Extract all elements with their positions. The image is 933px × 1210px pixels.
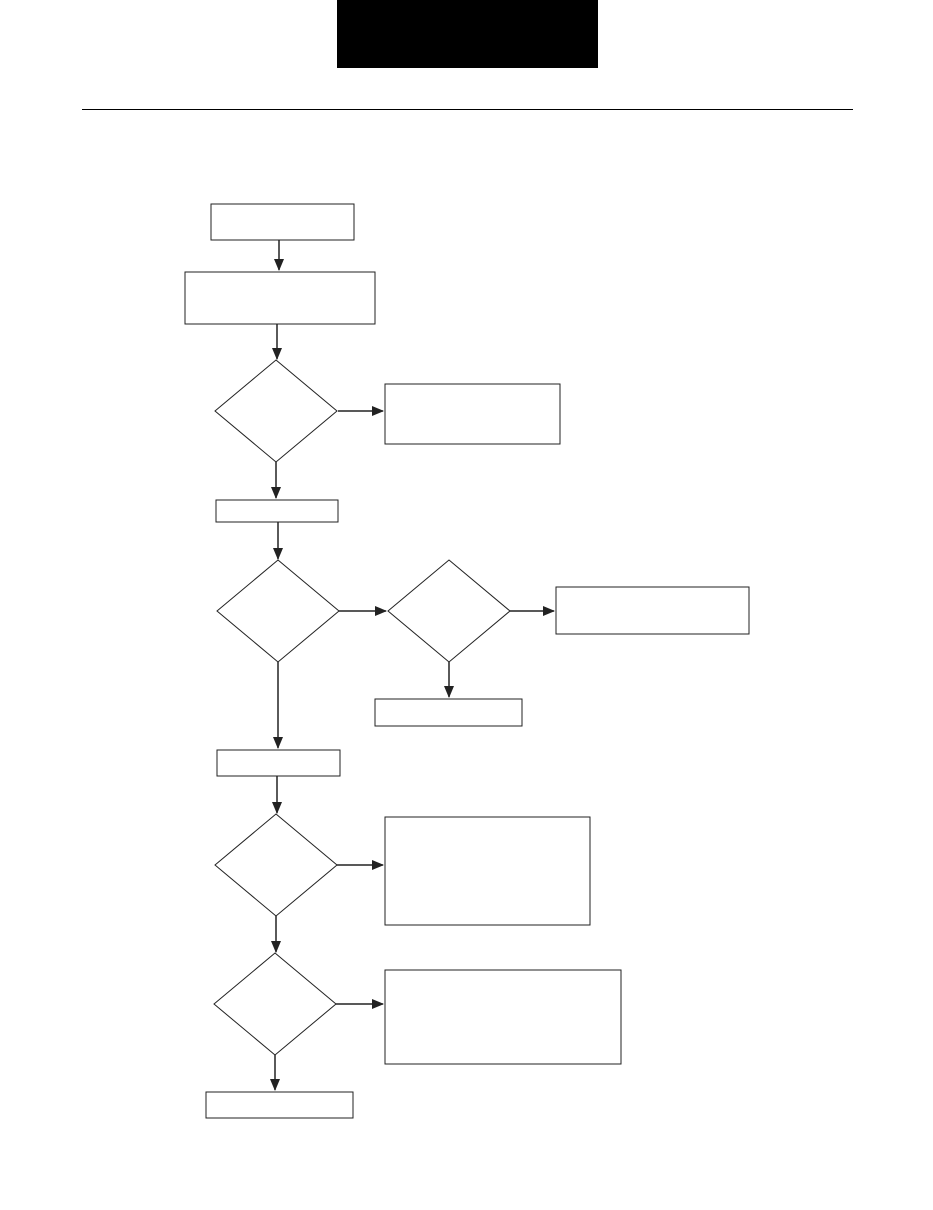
step-box-2 [215,499,339,523]
decision-1 [214,359,338,463]
step-box-2-shape [215,499,339,523]
header-rule [82,109,853,110]
step-box-1-shape [184,271,376,325]
decision-2a-shape [387,559,511,663]
decision-4-shape [213,952,337,1056]
result-box-3-shape [374,698,523,727]
decision-4 [213,952,337,1056]
decision-2-shape [216,559,340,663]
decision-3 [214,813,338,917]
edges-layer [270,240,555,1091]
end-box [205,1091,354,1119]
result-box-5 [384,969,622,1065]
decision-2a [387,559,511,663]
nodes-layer [184,203,750,1119]
end-box-shape [205,1091,354,1119]
result-box-5-shape [384,969,622,1065]
result-box-4-shape [384,816,591,926]
decision-3-shape [214,813,338,917]
result-box-2-shape [555,586,750,635]
result-box-3 [374,698,523,727]
result-box-1-shape [384,383,561,445]
step-box-3 [216,749,341,777]
result-box-1 [384,383,561,445]
result-box-2 [555,586,750,635]
start-box-shape [210,203,355,241]
step-box-3-shape [216,749,341,777]
step-box-1 [184,271,376,325]
start-box [210,203,355,241]
decision-2 [216,559,340,663]
decision-1-shape [214,359,338,463]
header-block [337,0,598,68]
result-box-4 [384,816,591,926]
